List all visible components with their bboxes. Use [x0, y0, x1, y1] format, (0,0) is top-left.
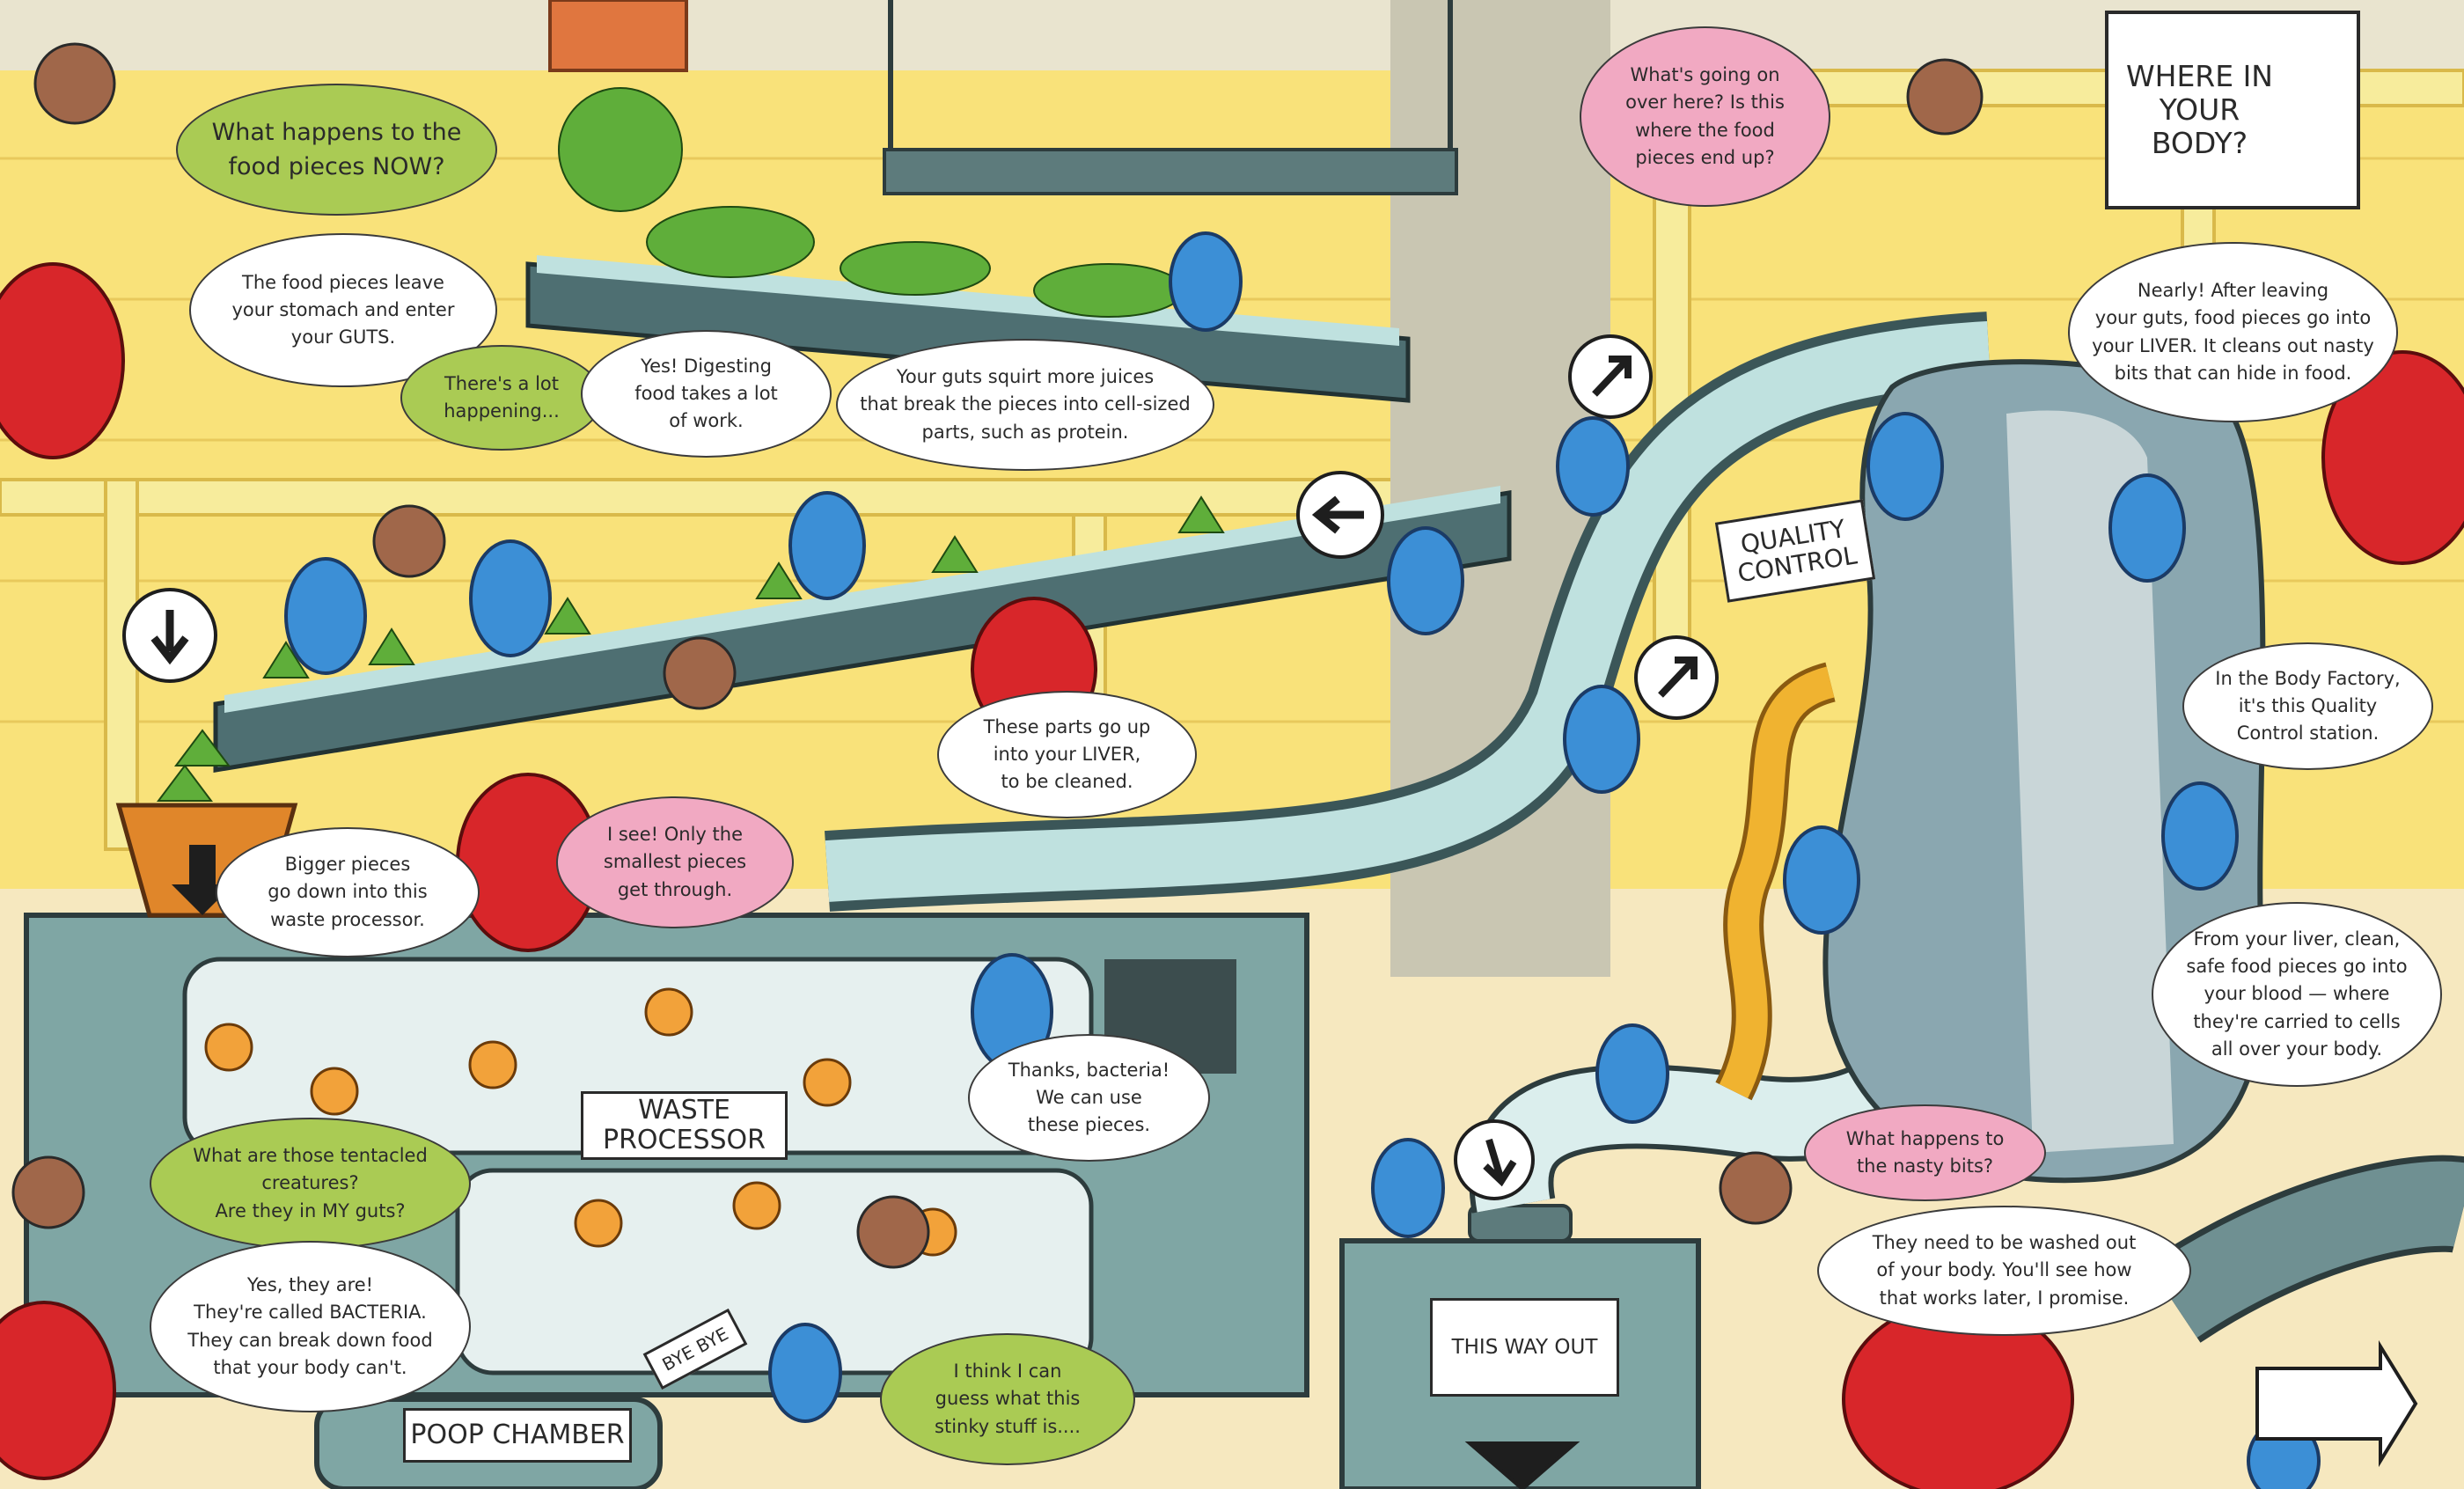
factory-helpers	[284, 231, 2321, 1489]
quality-station-bubble: In the Body Factory, it's this Quality C…	[2182, 642, 2433, 770]
arrow-signs	[122, 334, 2418, 1489]
liver-chute	[2006, 410, 2174, 1153]
stinky-bubble: I think I can guess what this stinky stu…	[880, 1333, 1135, 1465]
guts-intro-bubble: The food pieces leave your stomach and e…	[189, 233, 497, 387]
quality-control-sign: QUALITY CONTROL	[1714, 499, 1876, 603]
children	[11, 42, 1984, 1269]
middle-conveyor-belt	[224, 486, 1500, 713]
lot-happening-bubble: There's a lot happening...	[400, 345, 603, 451]
ceiling	[0, 0, 2464, 70]
cleaned-bubble: These parts go up into your LIVER, to be…	[937, 691, 1197, 818]
top-conveyor-belt	[537, 255, 1399, 346]
end-up-bubble: What's going on over here? Is this where…	[1580, 26, 1830, 207]
waste-processor-sign: WASTE PROCESSOR	[581, 1091, 788, 1160]
thanks-bubble: Thanks, bacteria! We can use these piece…	[968, 1034, 1210, 1162]
this-way-out-sign: THIS WAY OUT	[1430, 1298, 1619, 1397]
washed-out-bubble: They need to be washed out of your body.…	[1817, 1206, 2191, 1336]
food-hopper	[548, 0, 688, 72]
bigger-pieces-bubble: Bigger pieces go down into this waste pr…	[216, 827, 480, 957]
nasty-bits-bubble: What happens to the nasty bits?	[1804, 1104, 2046, 1201]
blood-bubble: From your liver, clean, safe food pieces…	[2152, 902, 2442, 1087]
smallest-bubble: I see! Only the smallest pieces get thro…	[556, 796, 794, 928]
bacteria-bubble: Yes, they are! They're called BACTERIA. …	[150, 1241, 471, 1412]
owls	[0, 262, 2464, 1489]
juices-bubble: Your guts squirt more juices that break …	[836, 339, 1214, 471]
bacteria	[204, 987, 957, 1257]
poop-chamber-sign: POOP CHAMBER	[403, 1408, 632, 1463]
overhead-rack	[883, 148, 1458, 195]
arrow-down-icon	[1464, 1441, 1580, 1489]
food-pieces	[157, 87, 1225, 802]
winding-conveyor-belt	[825, 321, 1991, 902]
digesting-bubble: Yes! Digesting food takes a lot of work.	[581, 330, 832, 458]
bye-bye-sign: BYE BYE	[642, 1308, 748, 1390]
heading-bubble: What happens to the food pieces NOW?	[176, 84, 497, 216]
liver-bubble: Nearly! After leaving your guts, food pi…	[2068, 242, 2398, 422]
tentacled-bubble: What are those tentacled creatures? Are …	[150, 1118, 471, 1250]
corner-title: WHERE IN YOUR BODY?	[2105, 11, 2360, 209]
arrow-right-icon	[2255, 1339, 2418, 1468]
